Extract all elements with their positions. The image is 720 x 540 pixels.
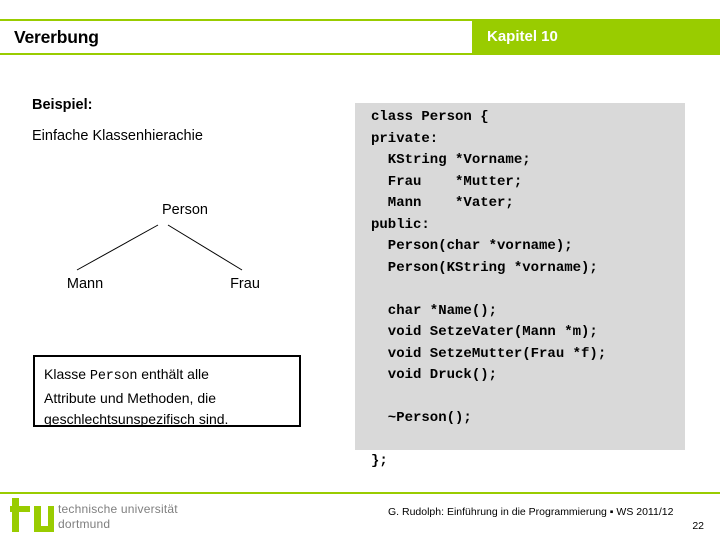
- code-line: private:: [371, 130, 439, 147]
- example-subtitle: Einfache Klassenhierachie: [32, 128, 203, 144]
- tu-logo-text: technische universität dortmund: [58, 502, 178, 531]
- chapter-label: Kapitel 10: [487, 28, 558, 45]
- code-line: };: [371, 453, 388, 469]
- example-label: Beispiel:: [32, 97, 93, 113]
- tu-dortmund-logo: technische universität dortmund: [10, 498, 190, 534]
- code-line: Person(KString *vorname);: [371, 259, 598, 276]
- header-title-plate: [0, 21, 472, 53]
- tree-edges: [76, 224, 243, 271]
- note-line-1-prefix: Klasse: [44, 366, 90, 382]
- code-line: void Druck();: [371, 367, 498, 383]
- page-title: Vererbung: [14, 27, 99, 47]
- tu-logo-mark: [10, 498, 54, 532]
- tu-logo-line2: dortmund: [58, 516, 111, 531]
- tree-node-frau: Frau: [230, 276, 260, 292]
- note-box: Klasse Person enthält alle Attribute und…: [33, 355, 301, 427]
- code-line: Frau *Mutter;: [371, 173, 523, 190]
- code-line: void SetzeVater(Mann *m);: [371, 324, 598, 340]
- code-line: KString *Vorname;: [371, 152, 531, 168]
- code-line: Person(char *vorname);: [371, 238, 573, 254]
- note-line-1-suffix: enthält alle: [137, 366, 209, 382]
- footer-credit: G. Rudolph: Einführung in die Programmie…: [388, 506, 674, 518]
- code-line: ~Person();: [371, 410, 472, 426]
- code-line: class Person {: [371, 109, 489, 125]
- code-line: public:: [371, 216, 430, 233]
- note-line-1: Klasse Person enthält alle: [44, 364, 299, 388]
- code-line: char *Name();: [371, 302, 498, 319]
- code-panel: class Person { private: KString *Vorname;…: [355, 103, 685, 469]
- note-line-2: Attribute und Methoden, die: [44, 389, 217, 406]
- class-hierarchy-diagram: Person Mann Frau: [20, 195, 320, 305]
- tu-logo-line1: technische universität: [58, 502, 178, 516]
- note-line-1-classname: Person: [89, 369, 138, 384]
- note-line-3: geschlechtsunspezifisch sind.: [44, 411, 229, 427]
- footer-divider: [0, 492, 720, 494]
- tree-node-mann: Mann: [66, 276, 104, 292]
- code-line: Mann *Vater;: [371, 195, 514, 211]
- tree-node-person: Person: [162, 202, 208, 218]
- page-number: 22: [692, 520, 704, 532]
- code-line: void SetzeMutter(Frau *f);: [371, 345, 607, 362]
